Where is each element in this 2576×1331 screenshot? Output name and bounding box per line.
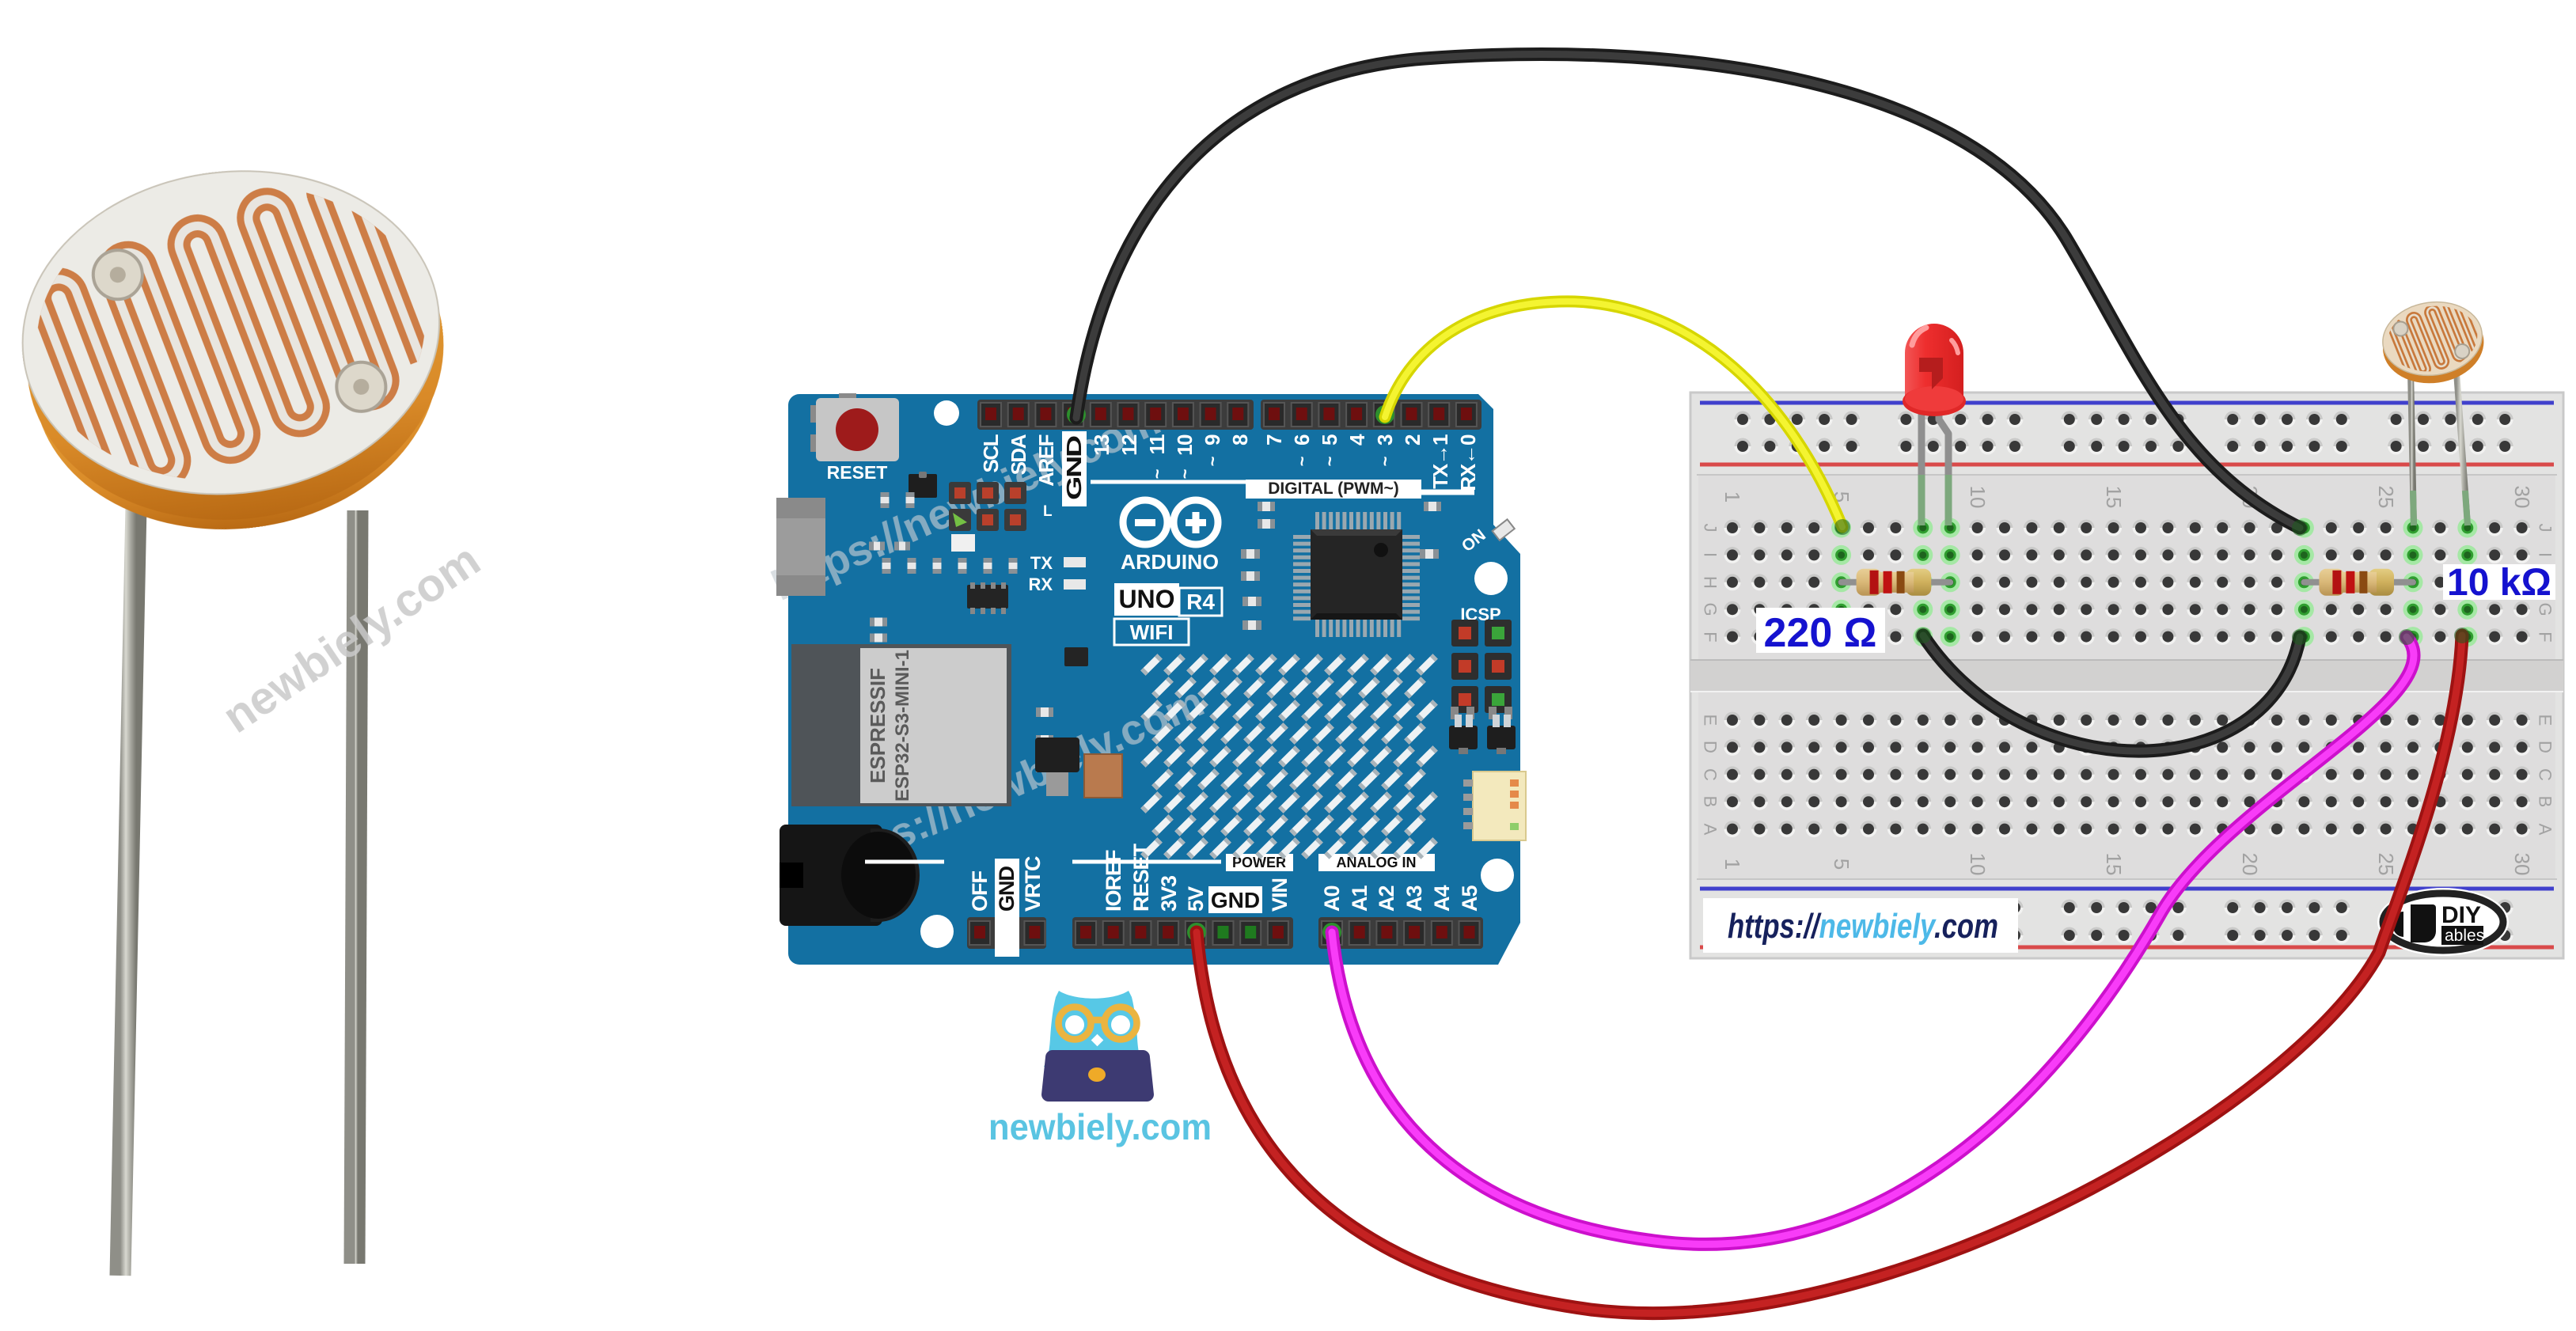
svg-text:E: E <box>1701 715 1720 726</box>
svg-text:~: ~ <box>1375 456 1395 466</box>
svg-text:E: E <box>2536 715 2555 726</box>
svg-text:7: 7 <box>1262 434 1286 446</box>
svg-text:A1: A1 <box>1348 885 1371 912</box>
svg-text:DIY: DIY <box>2441 902 2481 928</box>
svg-text:~: ~ <box>1148 468 1167 479</box>
svg-text:~: ~ <box>1175 468 1195 479</box>
svg-text:VIN: VIN <box>1268 878 1292 912</box>
svg-text:~: ~ <box>1292 456 1312 466</box>
svg-text:20: 20 <box>2238 853 2262 876</box>
svg-text:1: 1 <box>1720 859 1744 870</box>
svg-text:5V: 5V <box>1184 886 1208 912</box>
svg-text:GND: GND <box>1062 436 1086 500</box>
svg-text:I: I <box>2536 552 2555 557</box>
svg-text:10: 10 <box>1966 853 1990 876</box>
svg-text:ARDUINO: ARDUINO <box>1121 550 1219 574</box>
svg-text:D: D <box>1701 741 1720 753</box>
svg-text:5: 5 <box>1318 434 1341 446</box>
svg-text:GND: GND <box>1211 888 1260 912</box>
svg-text:TX: TX <box>1030 553 1053 573</box>
svg-text:R4: R4 <box>1186 590 1215 614</box>
svg-text:10 kΩ: 10 kΩ <box>2447 562 2551 604</box>
svg-text:30: 30 <box>2510 853 2534 876</box>
svg-text:IOREF: IOREF <box>1102 850 1125 912</box>
svg-text:C: C <box>1701 768 1720 781</box>
svg-text:G: G <box>1701 602 1720 616</box>
svg-text:A2: A2 <box>1375 885 1398 912</box>
svg-text:C: C <box>2536 768 2555 781</box>
svg-text:L: L <box>1043 503 1053 520</box>
svg-text:H: H <box>1701 576 1720 589</box>
svg-text:newbiely.com: newbiely.com <box>988 1106 1212 1147</box>
svg-text:A: A <box>2536 824 2555 836</box>
svg-text:9: 9 <box>1201 434 1224 446</box>
svg-text:10: 10 <box>1173 434 1197 456</box>
svg-text:SCL: SCL <box>979 434 1003 472</box>
svg-text:A3: A3 <box>1402 885 1426 912</box>
svg-text:12: 12 <box>1117 434 1141 456</box>
svg-text:G: G <box>2536 602 2555 616</box>
svg-text:ANALOG IN: ANALOG IN <box>1337 855 1417 870</box>
svg-text:OFF: OFF <box>968 871 992 912</box>
svg-text:SDA: SDA <box>1007 434 1030 475</box>
svg-text:11: 11 <box>1145 434 1169 455</box>
svg-text:RESET: RESET <box>827 462 888 483</box>
svg-text:D: D <box>2536 741 2555 753</box>
svg-text:1: 1 <box>1720 491 1744 502</box>
svg-text:~: ~ <box>1203 456 1223 466</box>
svg-text:5: 5 <box>1830 859 1853 870</box>
svg-text:RX: RX <box>1028 574 1053 594</box>
svg-text:B: B <box>2536 796 2555 808</box>
svg-text:ables: ables <box>2445 927 2484 945</box>
svg-text:A0: A0 <box>1320 885 1344 912</box>
svg-text:25: 25 <box>2374 486 2398 509</box>
svg-text:DIGITAL (PWM~): DIGITAL (PWM~) <box>1268 480 1398 498</box>
svg-text:J: J <box>1701 524 1720 533</box>
svg-text:A4: A4 <box>1430 885 1454 912</box>
svg-text:2: 2 <box>1401 434 1425 446</box>
svg-text:6: 6 <box>1290 434 1314 446</box>
svg-text:3V3: 3V3 <box>1157 875 1181 912</box>
svg-text:WIFI: WIFI <box>1130 620 1174 644</box>
svg-text:13: 13 <box>1090 434 1113 456</box>
svg-text:3: 3 <box>1373 434 1397 446</box>
svg-text:25: 25 <box>2374 853 2398 876</box>
svg-text:ESPRESSIF: ESPRESSIF <box>866 668 890 783</box>
svg-text:J: J <box>2536 524 2555 533</box>
svg-text:F: F <box>2536 631 2555 642</box>
svg-text:15: 15 <box>2102 486 2126 509</box>
svg-text:POWER: POWER <box>1232 855 1286 870</box>
svg-text:RX←0: RX←0 <box>1456 434 1480 491</box>
svg-text:ESP32-S3-MINI-1: ESP32-S3-MINI-1 <box>892 650 913 802</box>
svg-text:UNO: UNO <box>1118 585 1174 613</box>
svg-text:F: F <box>1701 631 1720 642</box>
svg-text:GND: GND <box>995 866 1019 912</box>
svg-text:220 Ω: 220 Ω <box>1764 610 1877 656</box>
svg-text:TX→1: TX→1 <box>1428 434 1452 489</box>
svg-text:A: A <box>1701 824 1720 836</box>
svg-text:30: 30 <box>2510 486 2534 509</box>
svg-text:B: B <box>1701 796 1720 808</box>
svg-text:8: 8 <box>1228 434 1252 446</box>
svg-text:A5: A5 <box>1458 885 1481 912</box>
svg-text:15: 15 <box>2102 853 2126 876</box>
svg-text:~: ~ <box>1320 456 1340 466</box>
svg-text:4: 4 <box>1345 434 1369 446</box>
svg-text:I: I <box>1701 552 1720 557</box>
svg-text:VRTC: VRTC <box>1021 856 1045 912</box>
svg-text:10: 10 <box>1966 486 1990 509</box>
svg-text:https://newbiely.com: https://newbiely.com <box>1728 907 1998 946</box>
svg-text:AREF: AREF <box>1034 434 1058 486</box>
